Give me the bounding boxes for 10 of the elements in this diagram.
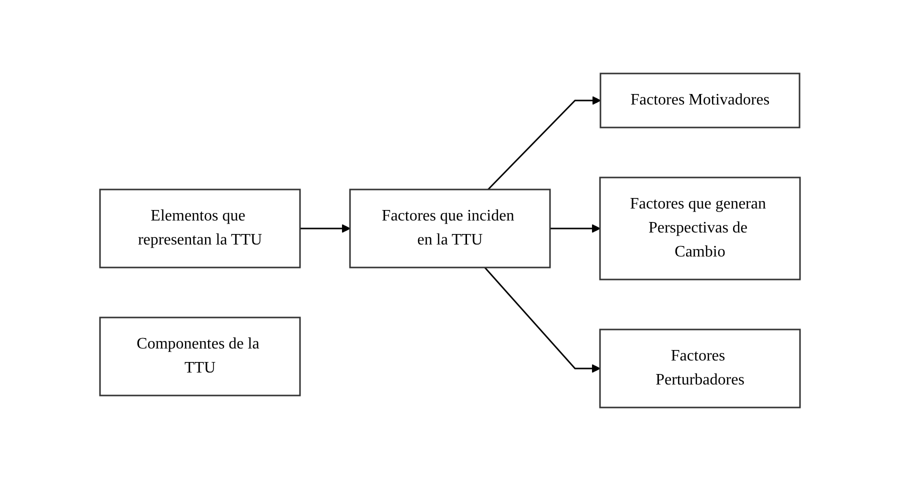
arrow xyxy=(484,267,600,373)
node-box: Factores Perturbadores xyxy=(598,328,800,408)
node-box: Factores Motivadores xyxy=(599,72,800,128)
arrow xyxy=(300,224,350,233)
node-box: Elementos que representan la TTU xyxy=(98,188,300,268)
node-box: Factores que inciden en la TTU xyxy=(348,188,550,268)
arrow xyxy=(550,224,600,233)
node-box: Factores que generan Perspectivas de Cambio xyxy=(598,176,800,280)
arrow xyxy=(487,96,600,190)
node-box: Componentes de la TTU xyxy=(98,316,300,396)
